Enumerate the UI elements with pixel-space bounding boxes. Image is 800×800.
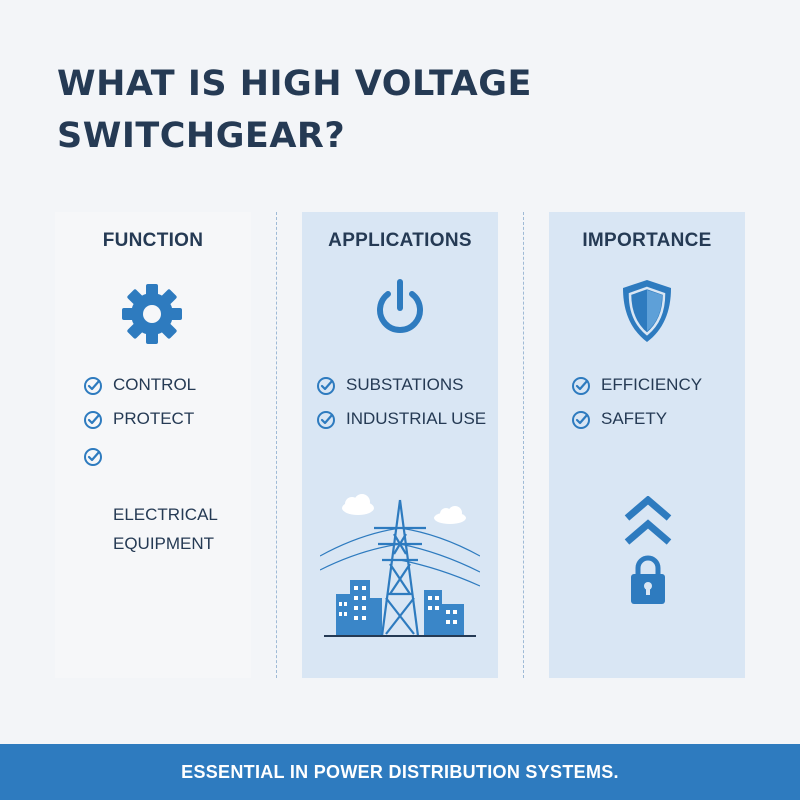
item-label: INDUSTRIAL USE [346,409,487,428]
check-icon [317,411,335,429]
item-label: EFFICIENCY [601,375,703,394]
divider [276,212,277,678]
check-icon [572,411,590,429]
footer-banner: ESSENTIAL IN POWER DISTRIBUTION SYSTEMS. [0,744,800,800]
list-item: CONTROL [83,374,218,396]
item-label: SAFETY [601,409,668,428]
function-card: FUNCTION CONTROL PROTECT ELECTRICAL EQUI… [55,212,251,678]
lock-icon [631,555,665,604]
title-line-1: What is High Voltage [57,64,532,104]
page-title: What is High Voltage Switchgear? [57,58,617,162]
chevrons-up-lock-illustration [624,496,672,604]
function-heading: FUNCTION [102,230,204,251]
list-item: EFFICIENCY [571,374,702,396]
list-item: PROTECT [83,408,218,430]
title-line-2: Switchgear? [57,116,346,156]
transmission-tower-city-illustration [320,494,480,637]
importance-list: EFFICIENCY SAFETY [571,374,702,442]
list-item: ELECTRICAL EQUIPMENT [83,442,218,558]
applications-heading: APPLICATIONS [328,230,472,251]
divider [523,212,524,678]
gear-icon [122,284,182,344]
item-label: SUBSTATIONS [346,375,464,394]
list-item: SAFETY [571,408,702,430]
item-label: ELECTRICAL EQUIPMENT [113,505,218,553]
check-icon [84,448,102,466]
item-label: PROTECT [113,409,195,428]
shield-icon [623,280,671,342]
applications-list: SUBSTATIONS INDUSTRIAL USE [316,374,486,442]
check-icon [317,377,335,395]
importance-card: IMPORTANCE EFFICIENCY SAFETY [549,212,745,678]
item-label: CONTROL [113,375,197,394]
footer-text: ESSENTIAL IN POWER DISTRIBUTION SYSTEMS. [181,761,619,782]
check-icon [84,411,102,429]
list-item: SUBSTATIONS [316,374,486,396]
function-list: CONTROL PROTECT ELECTRICAL EQUIPMENT [83,374,218,570]
chevron-up-icon [624,496,672,545]
applications-card: APPLICATIONS SUBSTATIONS INDUSTRIAL USE [302,212,498,678]
importance-heading: IMPORTANCE [582,230,712,251]
list-item: INDUSTRIAL USE [316,408,486,430]
power-icon [377,279,423,333]
check-icon [572,377,590,395]
check-icon [84,377,102,395]
